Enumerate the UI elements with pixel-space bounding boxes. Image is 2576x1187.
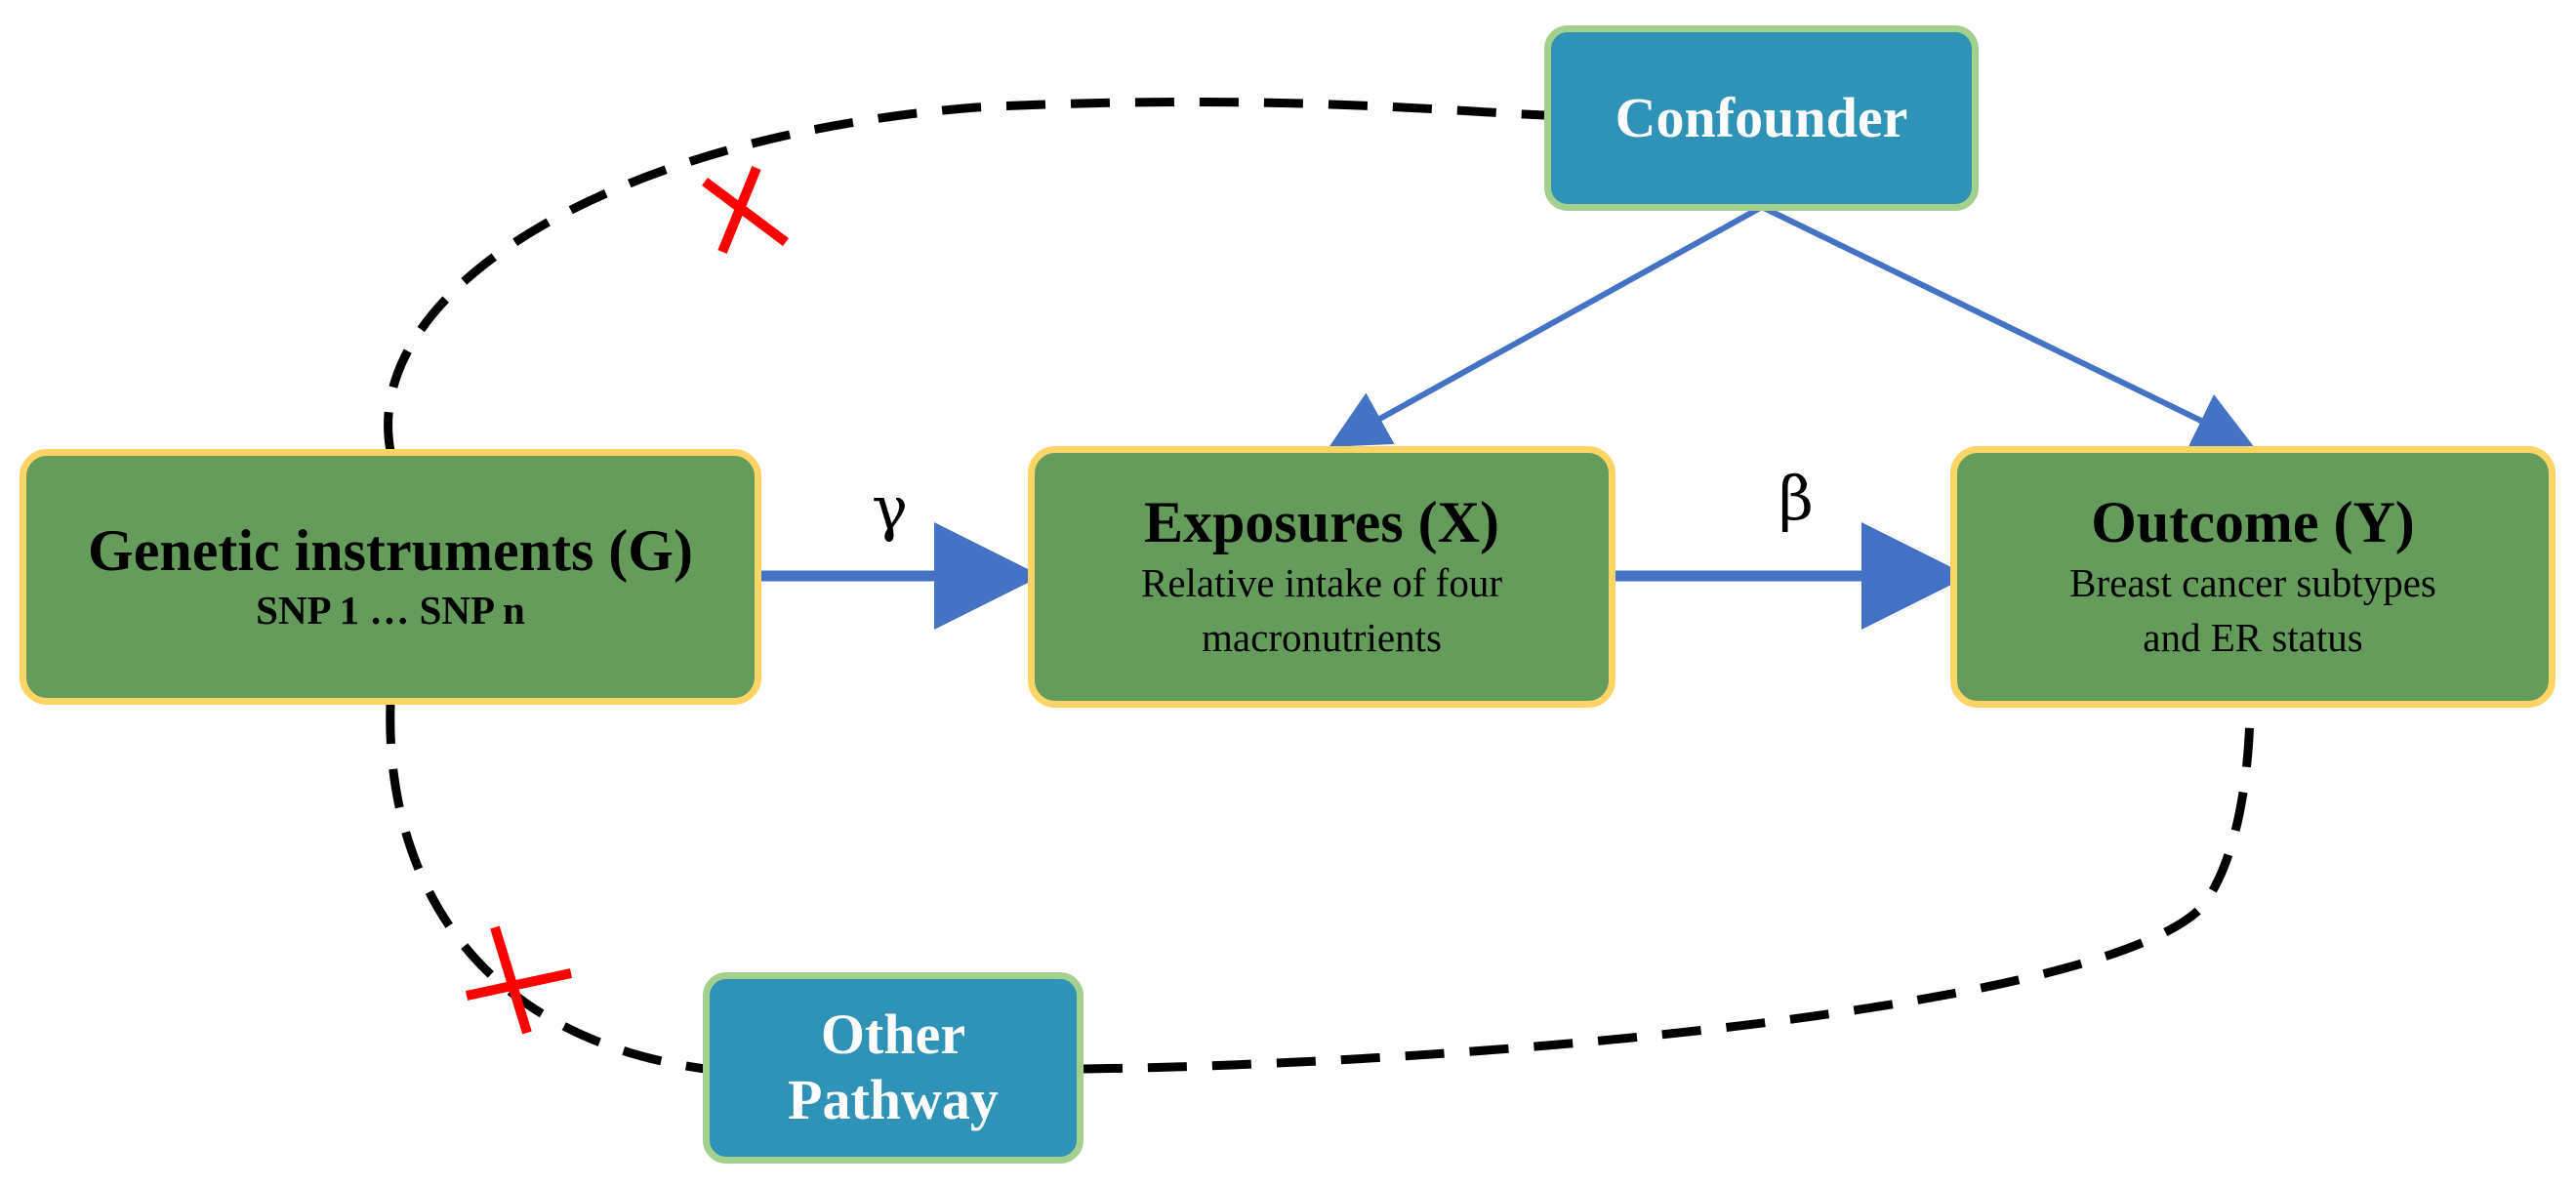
other-pathway-line1: Other <box>820 1003 966 1067</box>
exposures-node: Exposures (X) Relative intake of four ma… <box>1028 446 1615 708</box>
arrow-confounder-to-exposure <box>1329 204 1764 447</box>
other-pathway-line2: Pathway <box>788 1068 999 1131</box>
genetic-instruments-subtitle: SNP 1 … SNP n <box>256 587 525 633</box>
outcome-line1: Breast cancer subtypes <box>2069 560 2436 606</box>
dashed-path-other-pathway-to-outcome <box>1083 704 2255 1074</box>
cross-mark-lower <box>465 925 573 1035</box>
dashed-path-genetic-to-other-pathway <box>386 704 706 1074</box>
beta-label: β <box>1779 463 1814 534</box>
exposures-line1: Relative intake of four <box>1140 560 1502 606</box>
genetic-instruments-node: Genetic instruments (G) SNP 1 … SNP n <box>20 449 761 705</box>
exposures-line2: macronutrients <box>1202 614 1442 660</box>
confounder-label: Confounder <box>1615 85 1908 149</box>
outcome-title: Outcome (Y) <box>2091 490 2415 555</box>
outcome-node: Outcome (Y) Breast cancer subtypes and E… <box>1950 446 2556 708</box>
exposures-title: Exposures (X) <box>1144 490 1499 555</box>
outcome-line2: and ER status <box>2143 614 2363 660</box>
arrow-confounder-to-outcome <box>1760 204 2254 447</box>
other-pathway-node: Other Pathway <box>703 972 1084 1164</box>
confounder-node: Confounder <box>1544 25 1979 211</box>
dashed-path-genetic-to-confounder <box>384 97 1545 452</box>
gamma-label: γ <box>872 472 909 544</box>
genetic-instruments-title: Genetic instruments (G) <box>88 517 693 583</box>
cross-mark-upper <box>702 166 789 254</box>
